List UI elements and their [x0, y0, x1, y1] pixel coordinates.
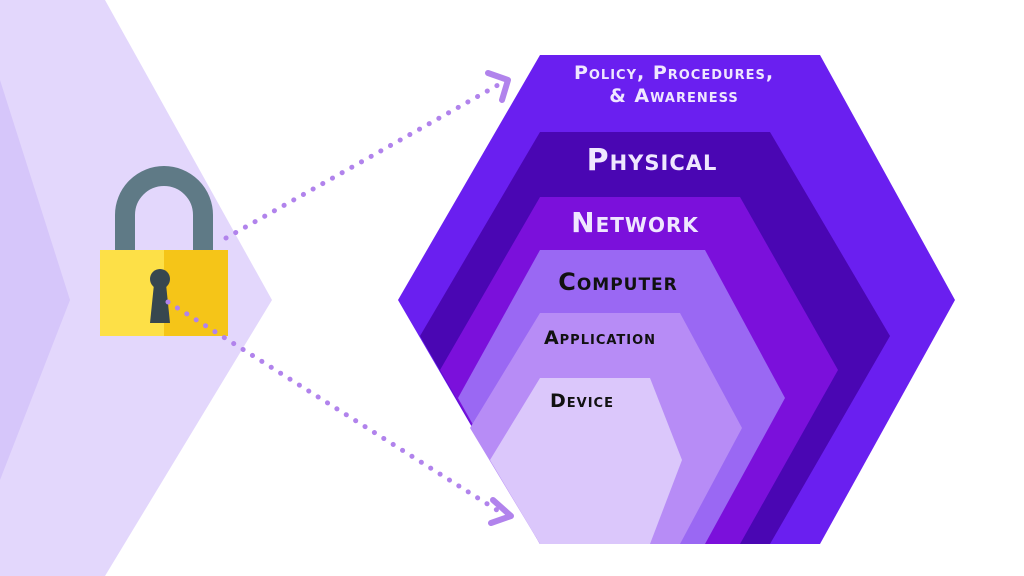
- background-chevron-inner: [0, 80, 70, 480]
- keyhole-bottom: [150, 284, 170, 323]
- arrow-head-icon: [488, 497, 514, 526]
- layer-device: [490, 378, 682, 544]
- padlock-body-shade: [164, 250, 228, 336]
- layer-device-label: Device: [550, 390, 614, 412]
- dotted-arrow-upper: [223, 82, 501, 241]
- layer-computer-label: Computer: [558, 268, 678, 296]
- layer-labels: Policy, Procedures, & Awareness Physical…: [544, 62, 774, 412]
- padlock-shackle: [115, 166, 213, 252]
- layer-network-label: Network: [571, 206, 699, 239]
- security-layers: [398, 55, 955, 544]
- dotted-arrow-lower: [165, 299, 503, 515]
- layer-physical-label: Physical: [587, 143, 718, 178]
- arrow-head-icon: [485, 70, 511, 103]
- layer-policy-label-line1: Policy, Procedures,: [574, 62, 774, 84]
- dotted-arrows: [165, 70, 514, 526]
- padlock-icon: [100, 166, 228, 336]
- layer-policy-label-line2: & Awareness: [609, 85, 739, 107]
- layer-application-label: Application: [544, 327, 656, 349]
